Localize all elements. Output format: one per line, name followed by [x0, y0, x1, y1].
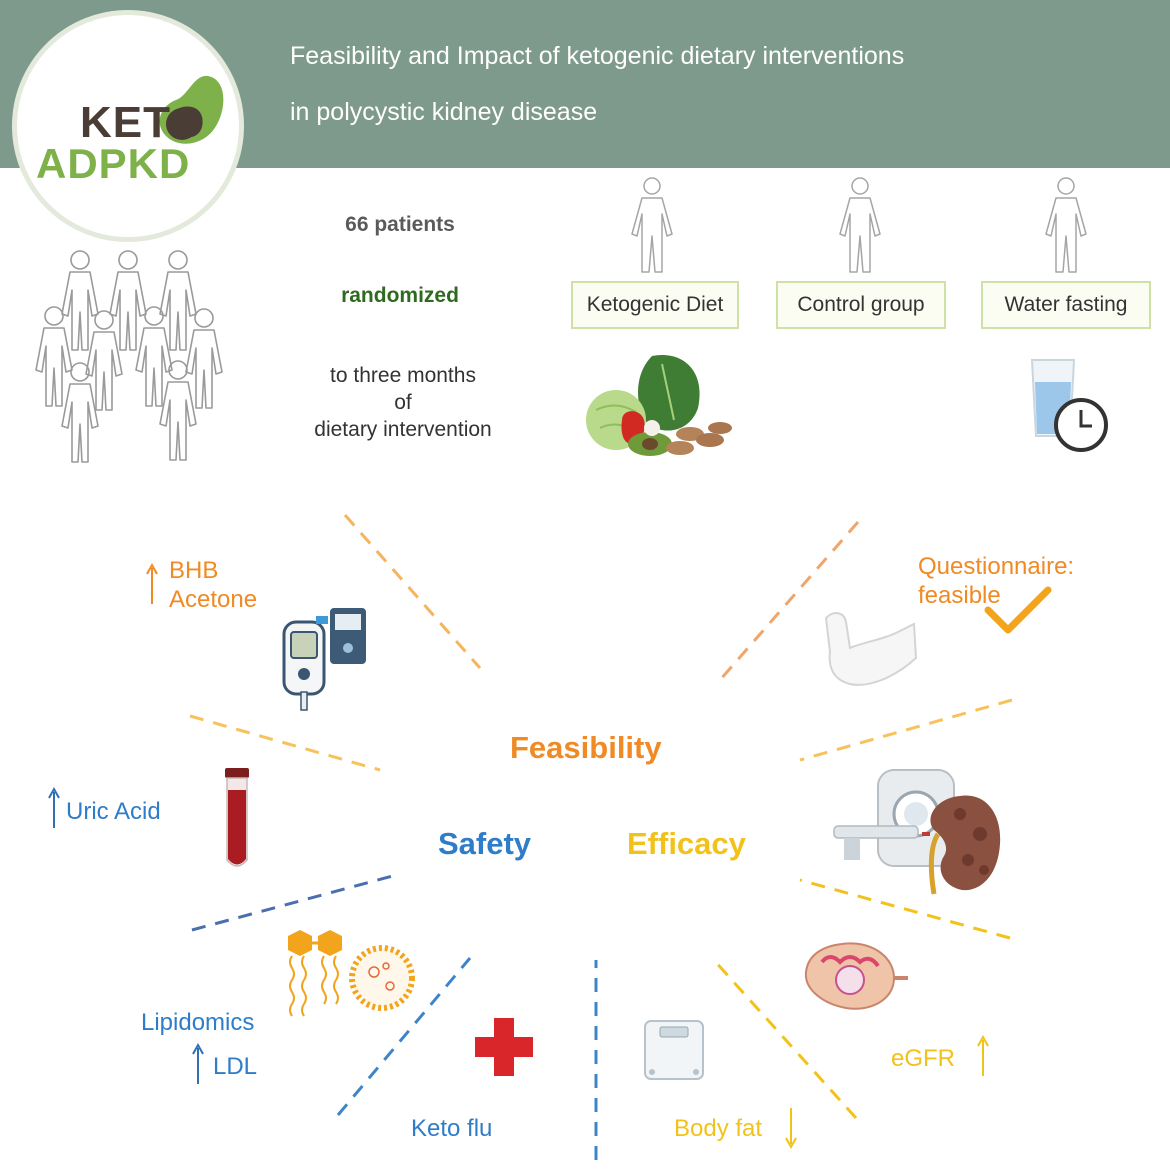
bathroom-scale-icon: [644, 1020, 704, 1080]
arm-ketogenic-diet: Ketogenic Diet: [571, 281, 739, 329]
arm-water-fasting: Water fasting: [981, 281, 1151, 329]
check-mark-icon: [984, 586, 1052, 634]
outcome-lipidomics: Lipidomics: [141, 1009, 255, 1036]
logo-keto-text: KETO: [80, 98, 206, 147]
arm-control-group: Control group: [776, 281, 946, 329]
ray-left-mid: [189, 714, 381, 772]
title-line-2: in polycystic kidney disease: [290, 98, 598, 126]
ray-safety-left: [191, 872, 401, 932]
ray-efficacy-bottom: [710, 956, 858, 1120]
duration-line-1: to three months: [330, 364, 476, 387]
outcome-questionnaire-line-1: Questionnaire:: [918, 553, 1075, 580]
arrow-down-icon: [785, 1108, 797, 1150]
arrow-up-icon: [146, 562, 158, 604]
arrow-up-icon: [977, 1034, 989, 1076]
blood-tube-icon: [225, 768, 249, 867]
kidney-icon: [922, 795, 1001, 895]
outcome-body-fat: Body fat: [674, 1115, 763, 1142]
outcome-keto-flu: Keto flu: [411, 1115, 493, 1142]
outcome-egfr: eGFR: [891, 1045, 956, 1072]
avocado-icon: [159, 75, 224, 144]
ketone-meter-icon: [282, 608, 366, 711]
domain-efficacy: Efficacy: [627, 826, 746, 861]
vegetables-icon: [586, 354, 732, 456]
ray-efficacy-right: [799, 878, 1011, 940]
randomized-label: randomized: [341, 284, 459, 307]
person-outline-icon: [631, 177, 673, 273]
outcome-acetone: Acetone: [169, 586, 258, 613]
arrow-up-icon: [192, 1042, 204, 1084]
patient-count: 66 patients: [345, 213, 455, 236]
duration-line-3: dietary intervention: [314, 418, 492, 441]
duration-line-2: of: [394, 391, 412, 414]
outcome-bhb: BHB: [169, 557, 219, 584]
ray-feasibility-top-right: [718, 521, 860, 681]
clock-icon: [1054, 398, 1108, 452]
domain-safety: Safety: [438, 826, 532, 861]
ray-feasibility-top-left: [343, 514, 482, 669]
ray-right-mid: [799, 698, 1013, 762]
kidney-cross-section-icon: [804, 942, 908, 1010]
person-outline-icon: [839, 177, 881, 273]
outcome-ldl: LDL: [213, 1053, 258, 1080]
person-outline-icon: [1045, 177, 1087, 273]
outcome-uric-acid: Uric Acid: [66, 798, 161, 825]
arrow-up-icon: [48, 786, 60, 828]
domain-feasibility: Feasibility: [510, 730, 662, 765]
medical-cross-icon: [475, 1018, 533, 1076]
logo-adpkd-text: ADPKD: [36, 140, 191, 187]
ray-safety-bottom: [336, 957, 472, 1116]
outcome-questionnaire-line-2: feasible: [918, 582, 1001, 609]
lipid-molecule-icon: [288, 930, 415, 1017]
title-line-1: Feasibility and Impact of ketogenic diet…: [290, 42, 905, 70]
flexed-arm-icon: [824, 612, 918, 686]
